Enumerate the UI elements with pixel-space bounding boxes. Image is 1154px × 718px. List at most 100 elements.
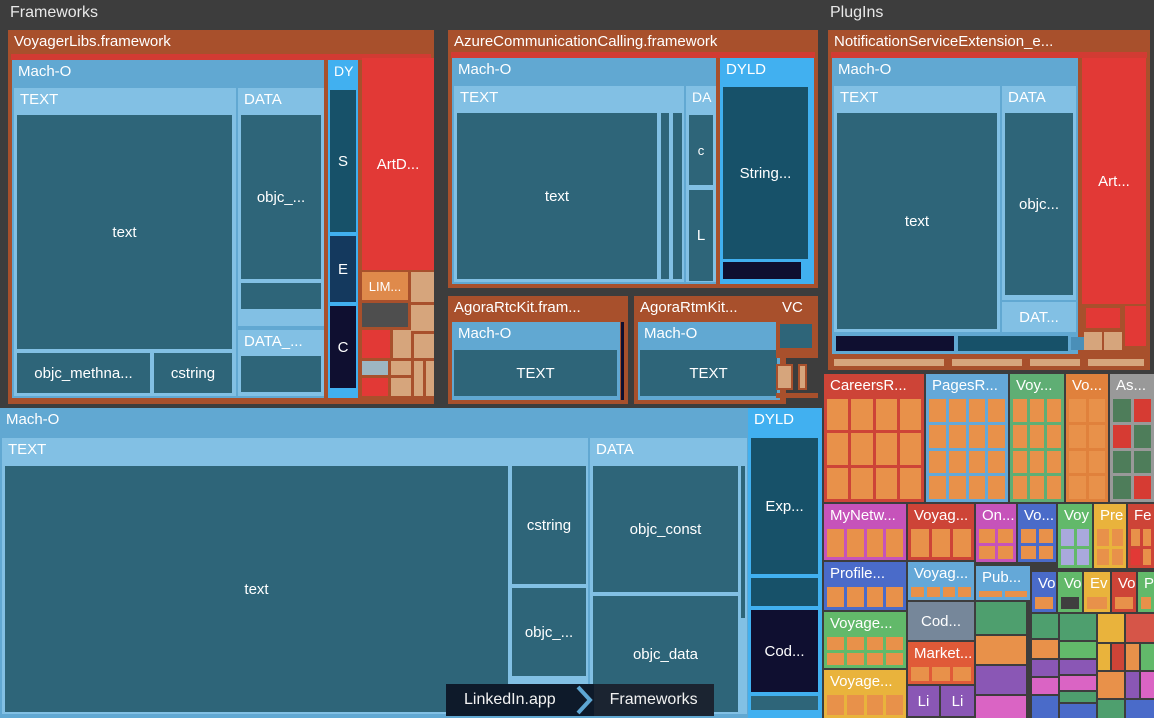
mosaic-cell[interactable]: [1060, 660, 1096, 674]
mosaic-cell[interactable]: [1060, 614, 1096, 640]
section-c[interactable]: C: [330, 306, 356, 388]
treemap-tile[interactable]: [948, 476, 966, 499]
asset-cell[interactable]: [1125, 306, 1146, 346]
plugin-vo[interactable]: Vo...: [1066, 374, 1108, 502]
section-objc-methname[interactable]: objc_methna...: [17, 353, 150, 393]
plugin-pre[interactable]: Pre: [1094, 504, 1126, 568]
treemap-tile[interactable]: [1047, 424, 1061, 448]
section-cod[interactable]: Cod...: [751, 610, 818, 692]
section-s[interactable]: S: [330, 90, 356, 232]
plugin-vo3[interactable]: Vo: [1058, 572, 1082, 612]
mosaic-cell[interactable]: [1032, 678, 1058, 694]
treemap-tile[interactable]: [827, 587, 844, 607]
asset-cell[interactable]: [362, 330, 390, 358]
plugin-careersr[interactable]: CareersR...: [824, 374, 924, 502]
treemap-tile[interactable]: [1013, 450, 1027, 474]
asset-cell[interactable]: [1084, 306, 1122, 330]
treemap-tile[interactable]: [851, 433, 873, 465]
asset-lim[interactable]: LIM...: [362, 272, 408, 300]
mosaic-cell[interactable]: [1126, 700, 1154, 718]
treemap-tile[interactable]: [1113, 450, 1131, 474]
treemap-tile[interactable]: [1069, 424, 1086, 448]
treemap-tile[interactable]: [827, 652, 844, 665]
treemap-tile[interactable]: [926, 587, 940, 597]
treemap-tile[interactable]: [846, 652, 864, 665]
section-unlabeled[interactable]: [780, 324, 812, 348]
treemap-tile[interactable]: [846, 529, 864, 557]
treemap-tile[interactable]: [827, 695, 844, 715]
treemap-tile[interactable]: [1131, 548, 1140, 565]
mosaic-cell[interactable]: [1112, 644, 1124, 670]
plugin-voyag-blue[interactable]: Voyag...: [908, 562, 974, 600]
treemap-tile[interactable]: [979, 529, 995, 543]
treemap-tile[interactable]: [1069, 399, 1086, 422]
mosaic-cell[interactable]: [1032, 660, 1058, 676]
treemap-tile[interactable]: [1004, 591, 1027, 597]
section-unlabeled[interactable]: [723, 262, 801, 279]
plugin-vo2[interactable]: Vo: [1032, 572, 1056, 612]
treemap-tile[interactable]: [1097, 529, 1109, 546]
asset-bar[interactable]: [950, 357, 1024, 368]
treemap-tile[interactable]: [1087, 597, 1107, 609]
plugin-voy-green[interactable]: Voy: [1058, 504, 1092, 568]
treemap-tile[interactable]: [886, 652, 903, 665]
treemap-tile[interactable]: [1113, 399, 1131, 422]
treemap-tile[interactable]: [886, 529, 903, 557]
treemap-tile[interactable]: [1061, 597, 1079, 609]
treemap-tile[interactable]: [1111, 529, 1123, 546]
mosaic-cell[interactable]: [1098, 700, 1124, 718]
treemap-tile[interactable]: [948, 399, 966, 422]
treemap-tile[interactable]: [1047, 476, 1061, 499]
mosaic-cell[interactable]: [1098, 614, 1124, 642]
section-objc[interactable]: objc_...: [512, 588, 586, 676]
plugin-fe[interactable]: Fe: [1128, 504, 1154, 568]
treemap-tile[interactable]: [911, 529, 929, 557]
asset-cell[interactable]: [393, 330, 411, 358]
treemap-tile[interactable]: [1133, 450, 1151, 474]
asset-cell[interactable]: [391, 378, 411, 396]
breadcrumb-item-app[interactable]: LinkedIn.app: [446, 684, 574, 716]
plugin-voyag-red[interactable]: Voyag...: [908, 504, 974, 560]
treemap-tile[interactable]: [1097, 548, 1109, 565]
plugin-profile[interactable]: Profile...: [824, 562, 906, 610]
treemap-tile[interactable]: [866, 587, 884, 607]
section-text[interactable]: text: [5, 466, 508, 712]
treemap-tile[interactable]: [846, 695, 864, 715]
asset-cell[interactable]: [414, 334, 434, 358]
asset-art[interactable]: Art...: [1082, 58, 1146, 304]
treemap-tile[interactable]: [997, 529, 1013, 543]
treemap-tile[interactable]: [851, 399, 873, 431]
mosaic-cell[interactable]: [1098, 672, 1124, 698]
treemap-tile[interactable]: [932, 667, 950, 681]
section-e[interactable]: E: [330, 236, 356, 302]
mosaic-cell[interactable]: [976, 666, 1026, 694]
asset-bar[interactable]: [1028, 357, 1082, 368]
plugin-as[interactable]: As...: [1110, 374, 1154, 502]
treemap-tile[interactable]: [1142, 548, 1151, 565]
treemap-tile[interactable]: [1047, 450, 1061, 474]
section-text[interactable]: text: [457, 113, 657, 279]
asset-cell[interactable]: [362, 378, 388, 396]
treemap-tile[interactable]: [827, 637, 844, 650]
plugin-pr[interactable]: Pr: [1138, 572, 1154, 612]
treemap-tile[interactable]: [1142, 529, 1151, 546]
treemap-tile[interactable]: [979, 591, 1002, 597]
treemap-tile[interactable]: [958, 587, 971, 597]
treemap-tile[interactable]: [866, 652, 884, 665]
plugin-ev[interactable]: Ev: [1084, 572, 1110, 612]
mosaic-cell[interactable]: [976, 636, 1026, 664]
plugin-mynetw[interactable]: MyNetw...: [824, 504, 906, 560]
plugin-voyage-amber[interactable]: Voyage...: [824, 670, 906, 718]
treemap-tile[interactable]: [953, 667, 971, 681]
section-unlabeled[interactable]: [741, 466, 745, 618]
asset-cell[interactable]: [411, 305, 434, 331]
asset-cell[interactable]: [776, 393, 818, 398]
treemap-tile[interactable]: [866, 637, 884, 650]
mosaic-cell[interactable]: [1141, 644, 1154, 670]
section-c[interactable]: c: [689, 115, 713, 185]
treemap-tile[interactable]: [1088, 399, 1105, 422]
section-cstring[interactable]: cstring: [512, 466, 586, 584]
treemap-tile[interactable]: [948, 450, 966, 474]
section-unlabeled[interactable]: [661, 113, 669, 279]
treemap-tile[interactable]: [1030, 476, 1044, 499]
